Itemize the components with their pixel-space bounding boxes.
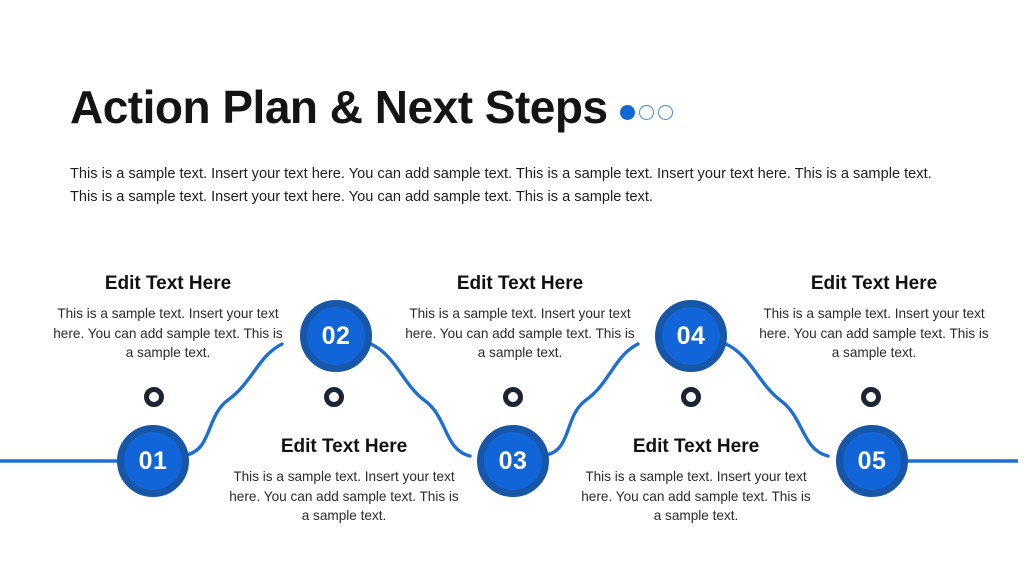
milestone-ring-icon-2[interactable] (324, 387, 344, 407)
step-node-03[interactable]: 03 (477, 425, 549, 497)
step-text-block-04: Edit Text Here This is a sample text. In… (580, 436, 812, 526)
step-node-02[interactable]: 02 (300, 300, 372, 372)
step-heading-01[interactable]: Edit Text Here (104, 273, 232, 294)
title-dot-hollow-icon-2 (657, 104, 673, 120)
step-body-03[interactable]: This is a sample text. Insert your text … (405, 305, 635, 361)
title-dot-group (619, 104, 673, 120)
step-text-block-01: Edit Text Here This is a sample text. In… (52, 273, 284, 363)
step-number-05: 05 (857, 446, 887, 475)
subtitle-paragraph: This is a sample text. Insert your text … (70, 166, 932, 205)
step-number-01: 01 (138, 446, 168, 475)
connector-02-03 (369, 342, 472, 458)
step-body-01[interactable]: This is a sample text. Insert your text … (53, 305, 283, 361)
milestone-ring-icon-3[interactable] (503, 387, 523, 407)
title-dot-hollow-icon-1 (638, 104, 654, 120)
step-text-block-05: Edit Text Here This is a sample text. In… (758, 273, 990, 363)
connector-04-05 (724, 342, 830, 458)
step-heading-03[interactable]: Edit Text Here (456, 273, 584, 294)
step-text-block-03: Edit Text Here This is a sample text. In… (404, 273, 636, 363)
page-title: Action Plan & Next Steps (70, 81, 608, 133)
milestone-ring-icon-1[interactable] (144, 387, 164, 407)
connector-01-02 (184, 342, 284, 457)
title-row: Action Plan & Next Steps (70, 84, 673, 130)
milestone-ring-icon-4[interactable] (681, 387, 701, 407)
step-node-04[interactable]: 04 (655, 300, 727, 372)
step-node-05[interactable]: 05 (836, 425, 908, 497)
step-node-01[interactable]: 01 (117, 425, 189, 497)
step-heading-02[interactable]: Edit Text Here (280, 436, 408, 457)
step-number-02: 02 (321, 321, 351, 350)
step-body-05[interactable]: This is a sample text. Insert your text … (759, 305, 989, 361)
milestone-ring-icon-5[interactable] (861, 387, 881, 407)
step-number-03: 03 (498, 446, 528, 475)
step-heading-05[interactable]: Edit Text Here (810, 273, 938, 294)
step-heading-04[interactable]: Edit Text Here (632, 436, 760, 457)
step-text-block-02: Edit Text Here This is a sample text. In… (228, 436, 460, 526)
connector-03-04 (544, 342, 640, 457)
title-dot-filled-icon (619, 104, 635, 120)
step-body-02[interactable]: This is a sample text. Insert your text … (229, 468, 459, 524)
step-number-04: 04 (676, 321, 706, 350)
step-body-04[interactable]: This is a sample text. Insert your text … (581, 468, 811, 524)
